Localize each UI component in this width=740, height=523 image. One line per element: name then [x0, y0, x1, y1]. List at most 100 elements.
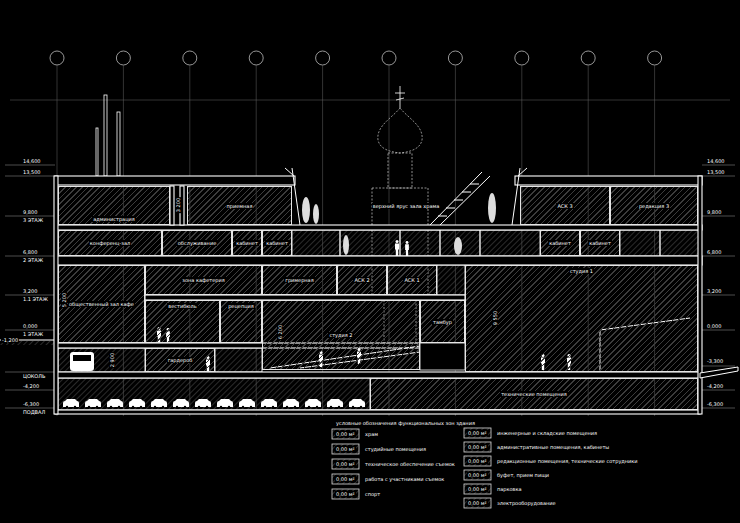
room-label: приемная — [226, 203, 254, 209]
room-label: вестибюль — [167, 303, 197, 309]
level-mark: 0,00 м² — [467, 472, 488, 478]
level-mark: 0,000 — [22, 323, 38, 329]
level-mark: 0,00 м² — [467, 444, 488, 450]
room-label: рецепция — [227, 303, 255, 309]
level-mark: 6,800 — [706, 249, 722, 255]
legend-text: инженерные и складские помещения — [496, 430, 598, 436]
level-mark: -6,300 — [22, 401, 40, 407]
level-mark: 3,200 — [706, 288, 722, 294]
room-label: кабинет — [588, 240, 612, 246]
level-mark: 14,600 — [22, 158, 42, 164]
level-mark: -6,300 — [706, 401, 724, 407]
level-mark: 0,00 м² — [335, 461, 356, 467]
room-label: зона кафетерия — [181, 277, 226, 283]
room-box: АСК 1 — [387, 265, 437, 295]
dimension-text: 9 550 — [492, 310, 498, 326]
level-mark: 6,800 — [22, 249, 38, 255]
level-mark: 13,500 — [706, 169, 726, 175]
level-mark: 9,800 — [706, 209, 722, 215]
room-label: обслуживание — [177, 240, 217, 246]
dimension-text: 5 200 — [61, 292, 67, 308]
room-box: АСК 3 — [520, 186, 610, 225]
room-box: верхний ярус зала храма — [300, 186, 512, 225]
room-label: редакция 3 — [638, 203, 670, 209]
room-label: АСК 2 — [353, 277, 370, 283]
room-label: студия 2 — [328, 332, 353, 338]
level-mark: -1,200 — [1, 337, 19, 343]
legend-text: электрооборудование — [496, 500, 557, 506]
room-box: зона кафетерия — [145, 265, 262, 295]
level-mark: 0,00 м² — [467, 500, 488, 506]
room-label: верхний ярус зала храма — [372, 203, 441, 209]
legend-text: спорт — [364, 491, 381, 497]
level-mark: 9,800 — [22, 209, 38, 215]
room-box: приемная — [187, 186, 292, 225]
level-mark: 3,200 — [22, 288, 38, 294]
room-box: администрация — [58, 186, 170, 225]
level-mark: 0,00 м² — [467, 486, 488, 492]
room-box: редакция 3 — [610, 186, 698, 225]
room-label: гримерная — [284, 277, 314, 283]
legend-text: работа с участниками съемок — [364, 476, 445, 482]
room-label: администрация — [92, 216, 136, 222]
level-mark: 0,00 м² — [335, 446, 356, 452]
room-label: студия 1 — [569, 268, 594, 274]
room-label: гардероб — [167, 357, 194, 363]
room-label: АСК 3 — [556, 203, 573, 209]
level-mark: 1.1 ЭТАЖ — [22, 296, 49, 302]
level-mark: ЦОКОЛЬ — [22, 373, 47, 379]
level-mark: 0,00 м² — [467, 430, 488, 436]
room-label: кабинет — [235, 240, 259, 246]
room-label: общественный зал кафе — [68, 301, 135, 307]
dimension-text: 3 200 — [175, 197, 181, 213]
legend-text: редакционные помещения, технические сотр… — [496, 458, 639, 464]
legend-text: буфет, прием пищи — [496, 472, 550, 478]
room-box: технические помещения — [370, 378, 698, 410]
level-mark: -4,200 — [706, 383, 724, 389]
dimension-text: 2 900 — [109, 352, 115, 368]
room-box: студия 1 — [465, 265, 698, 372]
level-mark: условные обозначения функциональных зон … — [335, 420, 476, 426]
level-mark: 0,00 м² — [335, 476, 356, 482]
level-mark: 14,600 — [706, 158, 726, 164]
room-box: общественный зал кафе — [58, 265, 145, 343]
room-box: кабинет — [232, 230, 262, 256]
legend-text: административные помещения, кабинеты — [496, 444, 610, 450]
level-mark: -3,300 — [706, 358, 724, 364]
room-label: АСК 1 — [403, 277, 420, 283]
level-mark: 13,500 — [22, 169, 42, 175]
level-mark: 0,00 м² — [467, 458, 488, 464]
room-box: обслуживание — [162, 230, 232, 256]
level-mark: 3 ЭТАЖ — [22, 217, 44, 223]
room-box: гримерная — [262, 265, 337, 295]
room-box: тамбур — [420, 300, 465, 343]
room-label: кабинет — [265, 240, 289, 246]
legend-text: парковка — [496, 486, 523, 492]
room-label: кабинет — [548, 240, 572, 246]
level-mark: 1 ЭТАЖ — [22, 331, 44, 337]
level-mark: 0,00 м² — [335, 431, 356, 437]
level-mark: -4,200 — [22, 383, 40, 389]
legend-text: студийные помещения — [364, 446, 427, 452]
room-label: тамбур — [432, 319, 453, 325]
room-box: кабинет — [540, 230, 580, 256]
level-mark: ПОДВАЛ — [22, 409, 46, 415]
room-box: конференц-зал — [58, 230, 162, 256]
level-mark: 0,00 м² — [335, 491, 356, 497]
room-box: рецепция — [220, 300, 262, 343]
room-box: АСК 2 — [337, 265, 387, 295]
room-box: гардероб — [145, 348, 215, 372]
room-label: технические помещения — [500, 391, 568, 397]
legend-text: техническое обеспечение съемок — [364, 461, 456, 467]
room-box: студия 2 — [262, 300, 420, 370]
level-mark: 2 ЭТАЖ — [22, 257, 44, 263]
room-box: кабинет — [580, 230, 620, 256]
legend-text: храм — [364, 431, 379, 437]
room-box: кабинет — [262, 230, 292, 256]
level-mark: 0,000 — [706, 323, 722, 329]
dimension-text: 6 200 — [277, 324, 283, 340]
room-box: вестибюль — [145, 300, 220, 343]
room-label: конференц-зал — [89, 240, 131, 246]
